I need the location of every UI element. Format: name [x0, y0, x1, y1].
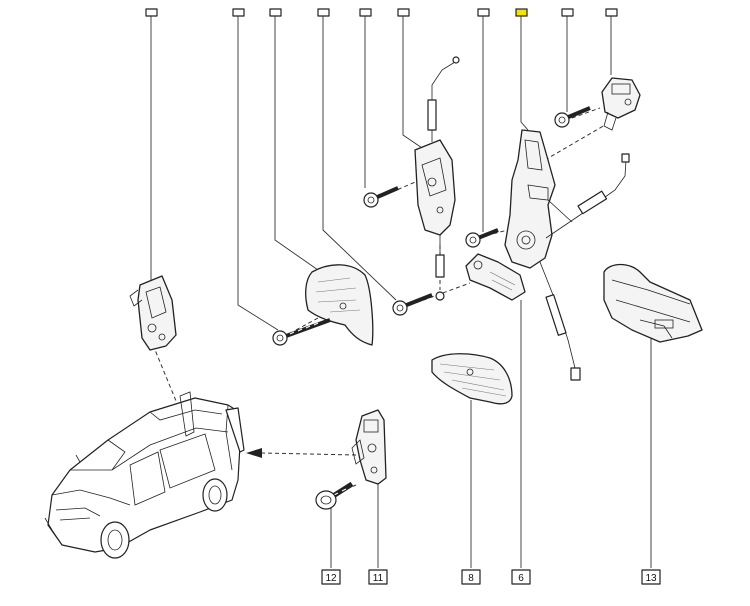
- door-catch-bracket[interactable]: [351, 409, 387, 485]
- callout-6[interactable]: 6: [511, 569, 531, 585]
- lock-bracket-assembly[interactable]: [414, 56, 460, 301]
- callout-8[interactable]: 8: [461, 569, 481, 585]
- callout-tab-5[interactable]: [359, 8, 372, 17]
- latch-lever-plate[interactable]: [465, 253, 526, 301]
- top-callout-tabs: [145, 8, 618, 17]
- foam-pad[interactable]: [431, 353, 513, 405]
- callout-13-label: 13: [645, 573, 657, 584]
- open-rear-door: [225, 407, 245, 453]
- callout-tab-2[interactable]: [232, 8, 245, 17]
- screw-upper[interactable]: [363, 186, 399, 208]
- callout-tab-7[interactable]: [477, 8, 490, 17]
- van-illustration: [44, 391, 245, 559]
- latch-housing-cover[interactable]: [603, 263, 703, 343]
- assembly-arrow-icon: [246, 448, 262, 458]
- curved-mounting-plate[interactable]: [305, 264, 374, 346]
- screw-top-right[interactable]: [554, 106, 591, 128]
- callout-13[interactable]: 13: [641, 569, 661, 585]
- door-switch[interactable]: [601, 77, 641, 131]
- callout-tab-1[interactable]: [145, 8, 158, 17]
- flange-bolt[interactable]: [315, 481, 354, 510]
- callout-tab-4[interactable]: [317, 8, 330, 17]
- bottom-callouts: 12 11 8 6 13: [321, 569, 661, 585]
- callout-tab-highlighted[interactable]: [515, 8, 528, 17]
- screw-plate[interactable]: [272, 318, 331, 346]
- callout-11[interactable]: 11: [368, 569, 388, 585]
- latch-mechanism[interactable]: [504, 129, 630, 381]
- callout-6-label: 6: [518, 573, 524, 584]
- striker-bracket[interactable]: [129, 275, 177, 351]
- callout-tab-10[interactable]: [605, 8, 618, 17]
- callout-tab-3[interactable]: [269, 8, 282, 17]
- callout-12-label: 12: [325, 573, 337, 584]
- callout-tab-6[interactable]: [397, 8, 410, 17]
- callout-12[interactable]: 12: [321, 569, 341, 585]
- screw-right[interactable]: [465, 228, 499, 248]
- callout-8-label: 8: [468, 573, 474, 584]
- screw-center[interactable]: [392, 293, 433, 316]
- callout-11-label: 11: [373, 573, 384, 584]
- leader-lines: [150, 16, 652, 568]
- callout-tab-9[interactable]: [561, 8, 574, 17]
